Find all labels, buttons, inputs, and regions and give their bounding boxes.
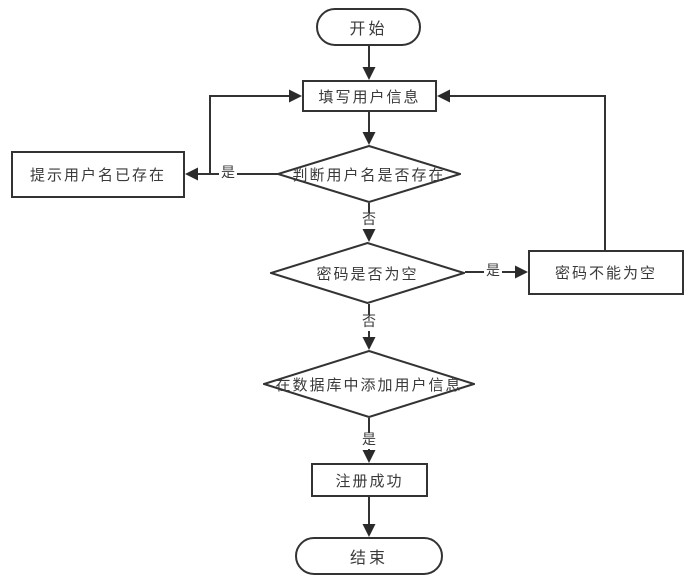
edge-label-password-empty-no: 否: [360, 315, 378, 331]
diamond-shape: [270, 242, 465, 304]
node-password-not-empty-warning-label: 密码不能为空: [554, 266, 657, 282]
edge-label-add-user-yes: 是: [360, 433, 378, 449]
edge-loop-right-to-fill-info: [437, 89, 606, 250]
node-add-user-to-database-label: 在数据库中添加用户信息: [275, 377, 463, 394]
node-register-success: 注册成功: [311, 463, 428, 497]
node-start-label: 开始: [349, 21, 388, 38]
edge-fill-info-to-check-username: [362, 112, 376, 145]
edge-label-password-empty-yes: 是: [484, 264, 502, 280]
node-register-success-label: 注册成功: [335, 473, 404, 490]
node-prompt-username-exists-label: 提示用户名已存在: [29, 168, 166, 184]
edge-start-to-fill-info: [362, 46, 376, 80]
edge-label-username-exists-yes: 是: [219, 166, 237, 182]
diamond-shape: [263, 350, 475, 418]
node-check-password-empty: 密码是否为空: [270, 242, 465, 304]
node-check-username-exists-label: 判断用户名是否存在: [292, 167, 446, 184]
node-prompt-username-exists: 提示用户名已存在: [11, 151, 185, 198]
edge-success-to-end: [362, 496, 376, 537]
node-end-label: 结束: [349, 550, 388, 567]
node-end: 结束: [295, 537, 443, 575]
node-fill-user-info: 填写用户信息: [302, 80, 437, 112]
edge-loop-left-to-fill-info: [209, 89, 302, 174]
node-fill-user-info-label: 填写用户信息: [318, 89, 421, 106]
diamond-shape: [277, 145, 461, 203]
edge-label-username-exists-no: 否: [360, 213, 378, 229]
node-check-username-exists: 判断用户名是否存在: [277, 145, 461, 203]
node-add-user-to-database: 在数据库中添加用户信息: [263, 350, 475, 418]
node-check-password-empty-label: 密码是否为空: [316, 266, 419, 283]
node-start: 开始: [316, 8, 421, 46]
node-password-not-empty-warning: 密码不能为空: [528, 250, 684, 295]
